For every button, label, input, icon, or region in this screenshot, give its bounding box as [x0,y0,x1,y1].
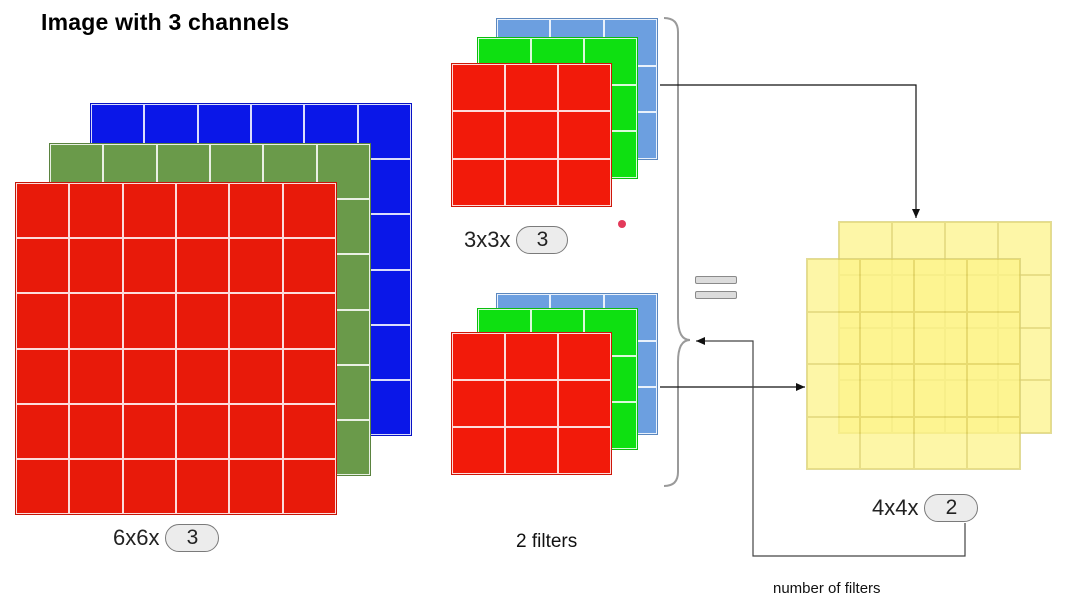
grid-cell [558,427,611,474]
grid-cell [16,403,70,459]
filters-caption: 2 filters [516,531,578,552]
output-dimension-label: 4x4x 2 [872,494,979,522]
grid-cell [913,259,967,312]
grid-cell [229,458,283,514]
grid-cell [229,238,283,294]
grid-cell [282,183,336,239]
grid-cell [122,183,176,239]
grid-cell [860,311,914,364]
grid-cell [966,364,1020,417]
grid-cell [452,64,505,112]
grid-cell [966,311,1020,364]
grid-cell [16,238,70,294]
grid-cell [282,348,336,404]
number-of-filters-label: number of filters [773,580,881,597]
grid-cell [505,427,558,474]
grid-cell [229,348,283,404]
grid-cell [16,348,70,404]
input-channel-red [15,182,337,515]
grid-cell [175,293,230,349]
grid-cell [807,364,861,417]
grid-cell [229,183,283,239]
grid-cell [175,403,230,459]
grid-cell [175,458,230,514]
grid-cell [122,238,176,294]
grid-cell [558,64,611,112]
grid-cell [69,403,123,459]
grid-cell [282,238,336,294]
grid-cell [452,158,505,206]
grid-cell [966,416,1020,469]
grid-cell [69,348,123,404]
grid-cell [357,104,411,160]
grid-cell [505,380,558,427]
grid-cell [913,311,967,364]
equals-sign [695,276,737,302]
grid-cell [16,183,70,239]
grid-cell [558,111,611,159]
filters-brace [663,17,691,487]
grid-cell [282,458,336,514]
grid-cell [122,348,176,404]
grid-cell [175,238,230,294]
input-dimension-prefix: 6x6x [113,525,160,550]
stray-dot [618,220,626,228]
grid-cell [282,403,336,459]
grid-cell [860,416,914,469]
grid-cell [913,416,967,469]
grid-cell [807,259,861,312]
grid-cell [69,183,123,239]
grid-cell [122,403,176,459]
grid-cell [998,222,1051,275]
grid-cell [505,333,558,380]
grid-cell [69,458,123,514]
input-channel-count: 3 [165,524,220,552]
grid-cell [505,158,558,206]
grid-cell [122,293,176,349]
grid-cell [122,458,176,514]
grid-cell [860,259,914,312]
equals-bar-bottom [695,291,737,299]
output-channel-count: 2 [924,494,979,522]
filter-channel-count: 3 [516,226,569,254]
grid-cell [913,364,967,417]
grid-cell [558,333,611,380]
grid-cell [16,293,70,349]
grid-cell [229,403,283,459]
grid-cell [175,348,230,404]
grid-cell [807,311,861,364]
output-dimension-prefix: 4x4x [872,495,919,520]
grid-cell [229,293,283,349]
grid-cell [282,293,336,349]
grid-cell [505,64,558,112]
grid-cell [69,238,123,294]
equals-bar-top [695,276,737,284]
grid-cell [505,111,558,159]
grid-cell [807,416,861,469]
diagram-title: Image with 3 channels [41,9,290,35]
grid-cell [16,458,70,514]
grid-cell [558,380,611,427]
grid-cell [558,158,611,206]
grid-cell [175,183,230,239]
grid-cell [452,111,505,159]
grid-cell [452,380,505,427]
grid-cell [316,144,370,200]
output-map-1 [806,258,1021,470]
arrow-channel-count-to-filters [696,337,966,557]
grid-cell [966,259,1020,312]
filter-1-channel-red [451,63,612,207]
arrow-filter-1-to-output [660,84,920,218]
grid-cell [860,364,914,417]
filter-dimension-prefix: 3x3x [464,227,511,252]
filter-2-channel-red [451,332,612,475]
grid-cell [452,333,505,380]
grid-cell [69,293,123,349]
filter-dimension-label: 3x3x 3 [464,226,569,254]
grid-cell [452,427,505,474]
input-dimension-label: 6x6x 3 [113,524,220,552]
